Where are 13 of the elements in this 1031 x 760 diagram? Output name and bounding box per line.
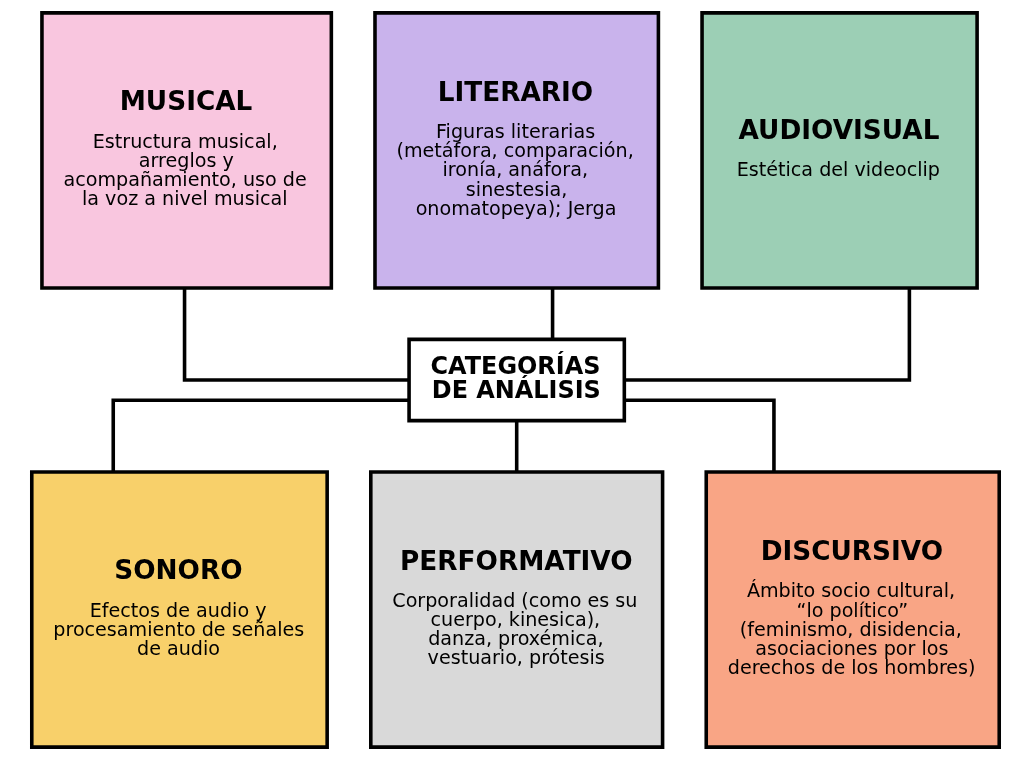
node-box: SONORO Efectos de audio y procesamiento de señales de audio <box>30 470 329 749</box>
connector <box>111 398 409 472</box>
node-box: DISCURSIVO Ámbito socio cultural, “lo político” (feminismo, disidencia, asociaciones por los derechos de los hombres) <box>704 470 1001 749</box>
connector <box>624 398 776 472</box>
connector <box>182 287 409 382</box>
node-box: PERFORMATIVO Corporalidad (como es su cuerpo, kinesica), danza, proxémica, vestuario, prótesis <box>369 470 665 749</box>
node-box: MUSICAL Estructura musical, arreglos y acompañamiento, uso de la voz a nivel musical <box>40 11 334 290</box>
node-box: LITERARIO Figuras literarias (metáfora, comparación, ironía, anáfora, sinestesia, onomatopeya); Jerga <box>373 11 661 290</box>
connector <box>514 421 519 473</box>
node-box: AUDIOVISUAL Estética del videoclip <box>700 11 979 290</box>
connector <box>550 287 555 339</box>
node-box: CATEGORÍAS DE ANÁLISIS <box>407 337 627 423</box>
connector <box>624 287 912 382</box>
